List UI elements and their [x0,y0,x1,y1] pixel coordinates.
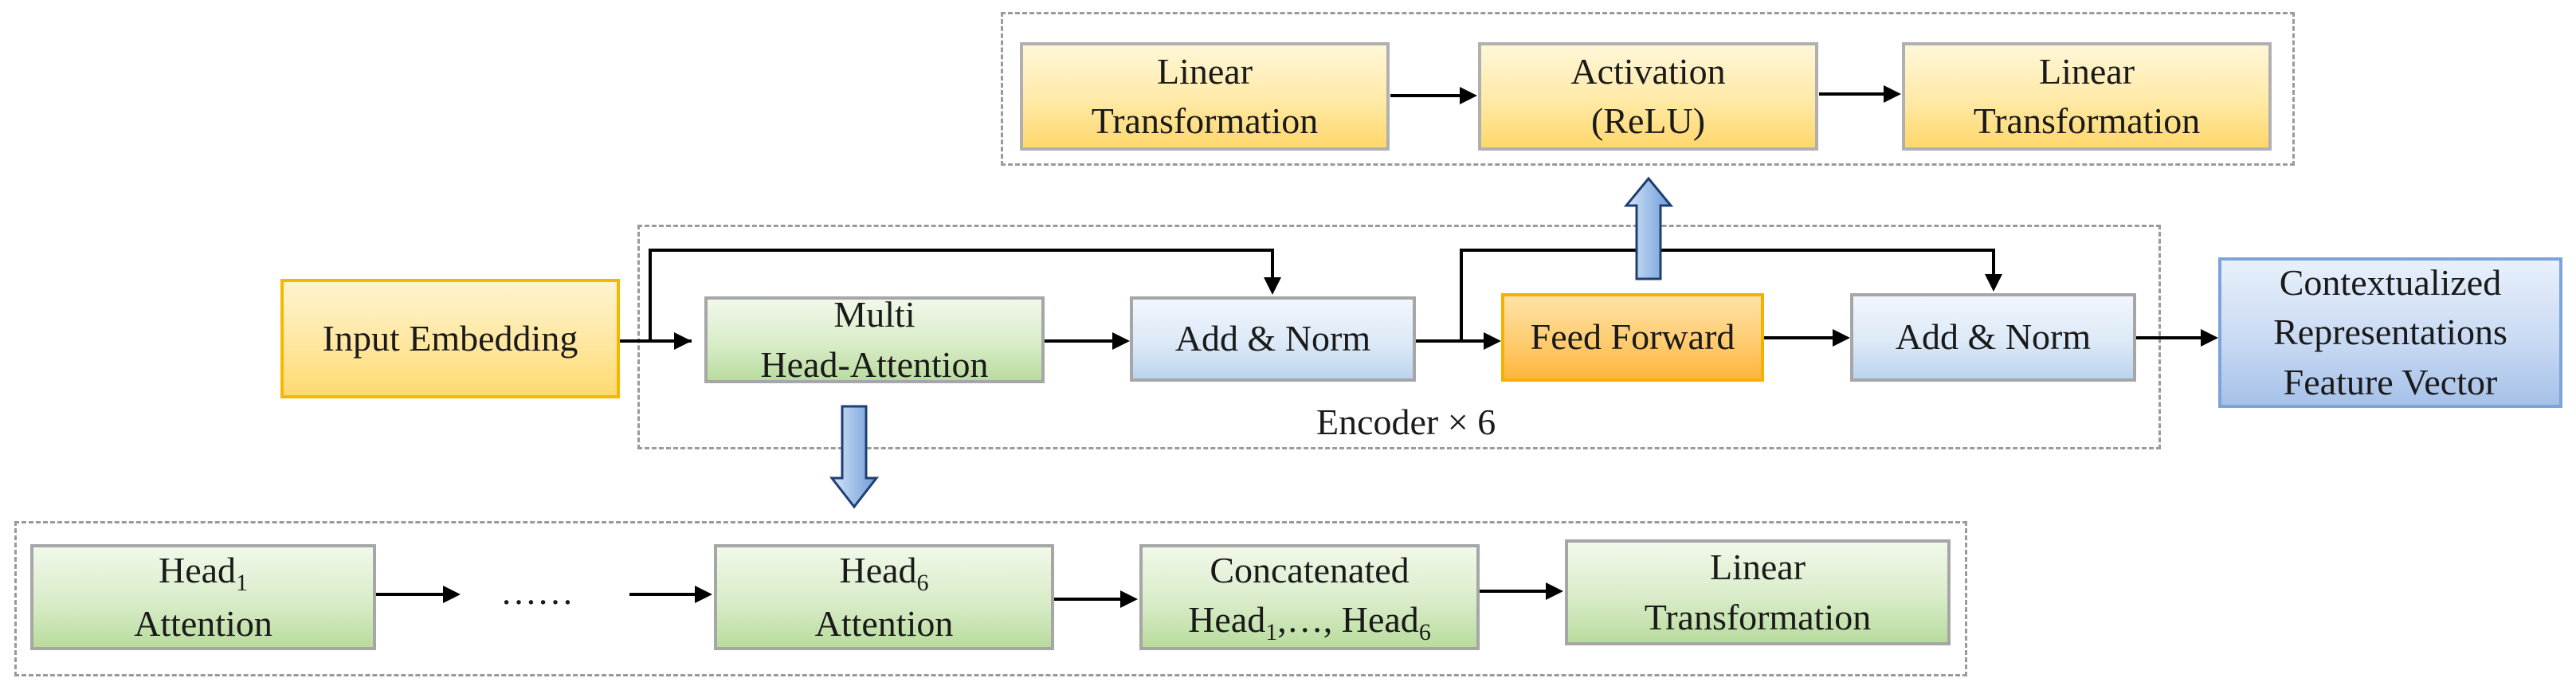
input-embedding-label: Input Embedding [322,317,578,359]
mha-line1: Multi [833,294,916,335]
add-norm-1-label: Add & Norm [1174,318,1371,359]
concat-line2: Head1,…, Head6 [1188,598,1431,645]
encoder-repeat-label: Encoder × 6 [1316,402,1496,442]
heads-ellipsis: …… [500,571,574,612]
ffn-linear-transformation-1: Linear Transformation [1020,42,1390,151]
residual-skip-2 [1460,249,1995,341]
mha-linear-line2: Transformation [1644,596,1872,637]
mha-linear-transformation-box: Linear Transformation [1565,539,1951,645]
head-6-line1: Head6 [839,549,929,596]
ffn-activation-relu: Activation (ReLU) [1478,42,1818,151]
mha-line2: Head-Attention [760,343,989,385]
ffn-activation-line2: (ReLU) [1590,100,1706,141]
ffn-linear1-line2: Transformation [1091,100,1319,141]
output-line1: Contextualized [2279,262,2502,304]
mha-linear-line1: Linear [1709,547,1806,588]
output-feature-vector-box: Contextualized Representations Feature V… [2218,257,2562,408]
ffn-detail-frame [1001,12,2295,166]
feed-forward-label: Feed Forward [1530,316,1735,358]
ffn-linear-transformation-2: Linear Transformation [1902,42,2272,151]
mha-detail-frame [14,521,1967,676]
add-norm-2-box: Add & Norm [1850,293,2136,382]
output-line3: Feature Vector [2283,361,2498,402]
head-1-line1: Head1 [158,549,249,596]
residual-skip-1 [649,249,1274,341]
ffn-linear2-line2: Transformation [1973,100,2201,141]
head-1-line2: Attention [134,603,272,645]
multi-head-attention-box: Multi Head-Attention [704,294,1045,385]
head-1-attention-box: Head1 Attention [30,544,376,650]
ffn-activation-line1: Activation [1570,50,1726,92]
add-norm-2-label: Add & Norm [1895,316,2092,358]
output-line2: Representations [2273,312,2507,353]
add-norm-1-box: Add & Norm [1130,296,1416,382]
head-6-line2: Attention [814,603,954,645]
ffn-linear1-line1: Linear [1156,50,1253,92]
input-embedding-box: Input Embedding [280,279,620,398]
expand-down-arrow [829,405,880,509]
head-6-attention-box: Head6 Attention [714,544,1054,650]
concat-line1: Concatenated [1210,549,1410,590]
ffn-linear2-line1: Linear [2038,50,2135,92]
feed-forward-box: Feed Forward [1501,293,1764,382]
concatenated-heads-box: Concatenated Head1,…, Head6 [1139,544,1480,650]
